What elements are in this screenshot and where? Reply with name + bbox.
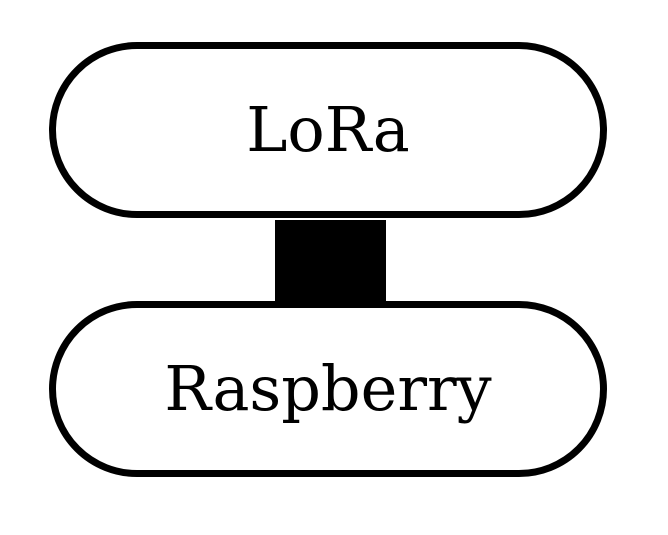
raspberry-node-label: Raspberry [164,352,492,425]
lora-node: LoRa [49,42,607,218]
raspberry-node: Raspberry [49,301,607,477]
connector-bar [275,220,386,304]
lora-node-label: LoRa [246,93,410,166]
